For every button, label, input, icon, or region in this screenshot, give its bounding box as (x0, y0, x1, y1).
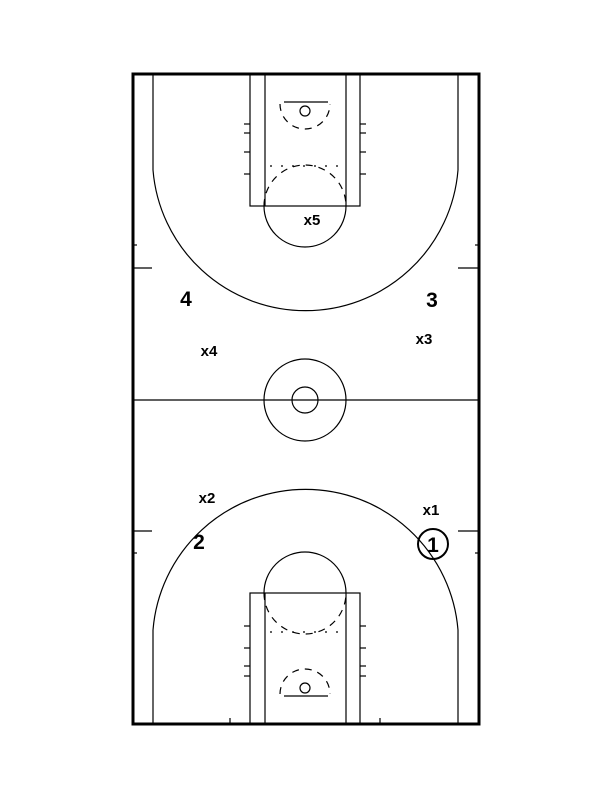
ball-handler-circle (417, 528, 449, 560)
center-circle-inner (291, 386, 319, 414)
top-half-court (133, 73, 479, 312)
bottom-hoop (299, 682, 311, 694)
defender-x4: x4 (201, 343, 218, 360)
top-free-throw-arc-dashed (263, 164, 347, 207)
offense-player-2: 2 (193, 531, 205, 554)
offense-player-4: 4 (180, 288, 192, 311)
bottom-half-court (133, 488, 479, 725)
top-restricted-arc (279, 103, 331, 130)
bottom-three-point-line (152, 488, 459, 724)
top-free-throw-arc-solid (263, 205, 347, 248)
defender-x2: x2 (199, 490, 216, 507)
offense-player-1: 1 (427, 534, 439, 557)
bottom-free-throw-arc-dashed (263, 592, 347, 635)
bottom-lane-outer (249, 592, 361, 725)
defender-x3: x3 (416, 331, 433, 348)
center-circle-outer (263, 358, 347, 442)
top-three-point-line (152, 74, 459, 312)
bottom-restricted-arc (279, 668, 331, 695)
court-boundary (131, 72, 481, 726)
top-hoop (299, 105, 311, 117)
offense-player-3: 3 (426, 289, 438, 312)
defender-x1: x1 (423, 502, 440, 519)
bottom-free-throw-arc-solid (263, 551, 347, 594)
top-lane-outer (249, 73, 361, 207)
defender-x5: x5 (304, 212, 321, 229)
